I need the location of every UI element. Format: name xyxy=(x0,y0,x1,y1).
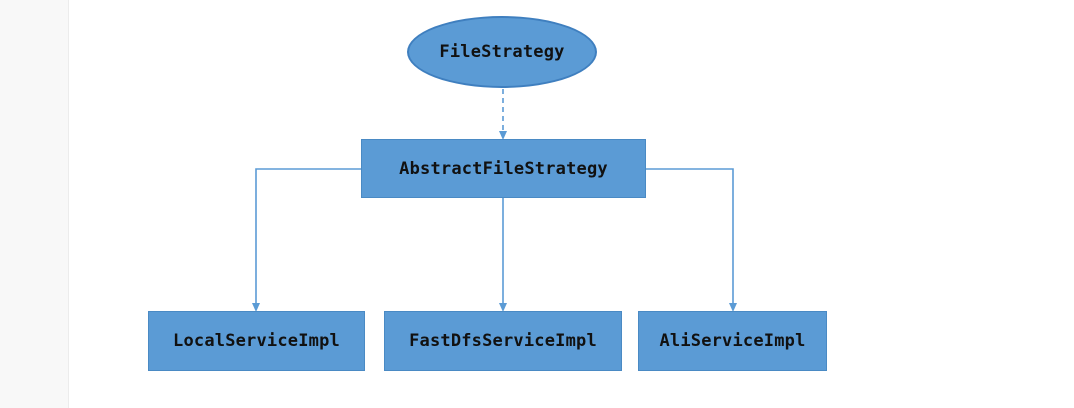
node-fastdfs-service-impl-label: FastDfsServiceImpl xyxy=(409,331,597,351)
node-ali-service-impl-label: AliServiceImpl xyxy=(659,331,806,351)
edge-abstract-ali xyxy=(646,168,737,312)
node-ali-service-impl: AliServiceImpl xyxy=(638,311,827,371)
node-local-service-impl-label: LocalServiceImpl xyxy=(173,331,340,351)
node-fastdfs-service-impl: FastDfsServiceImpl xyxy=(384,311,622,371)
left-gutter xyxy=(0,0,69,408)
node-file-strategy-label: FileStrategy xyxy=(439,42,565,62)
node-abstract-file-strategy: AbstractFileStrategy xyxy=(361,139,646,198)
edge-abstract-local xyxy=(252,168,361,312)
node-abstract-file-strategy-label: AbstractFileStrategy xyxy=(399,158,608,179)
node-local-service-impl: LocalServiceImpl xyxy=(148,311,365,371)
node-file-strategy: FileStrategy xyxy=(407,16,597,88)
